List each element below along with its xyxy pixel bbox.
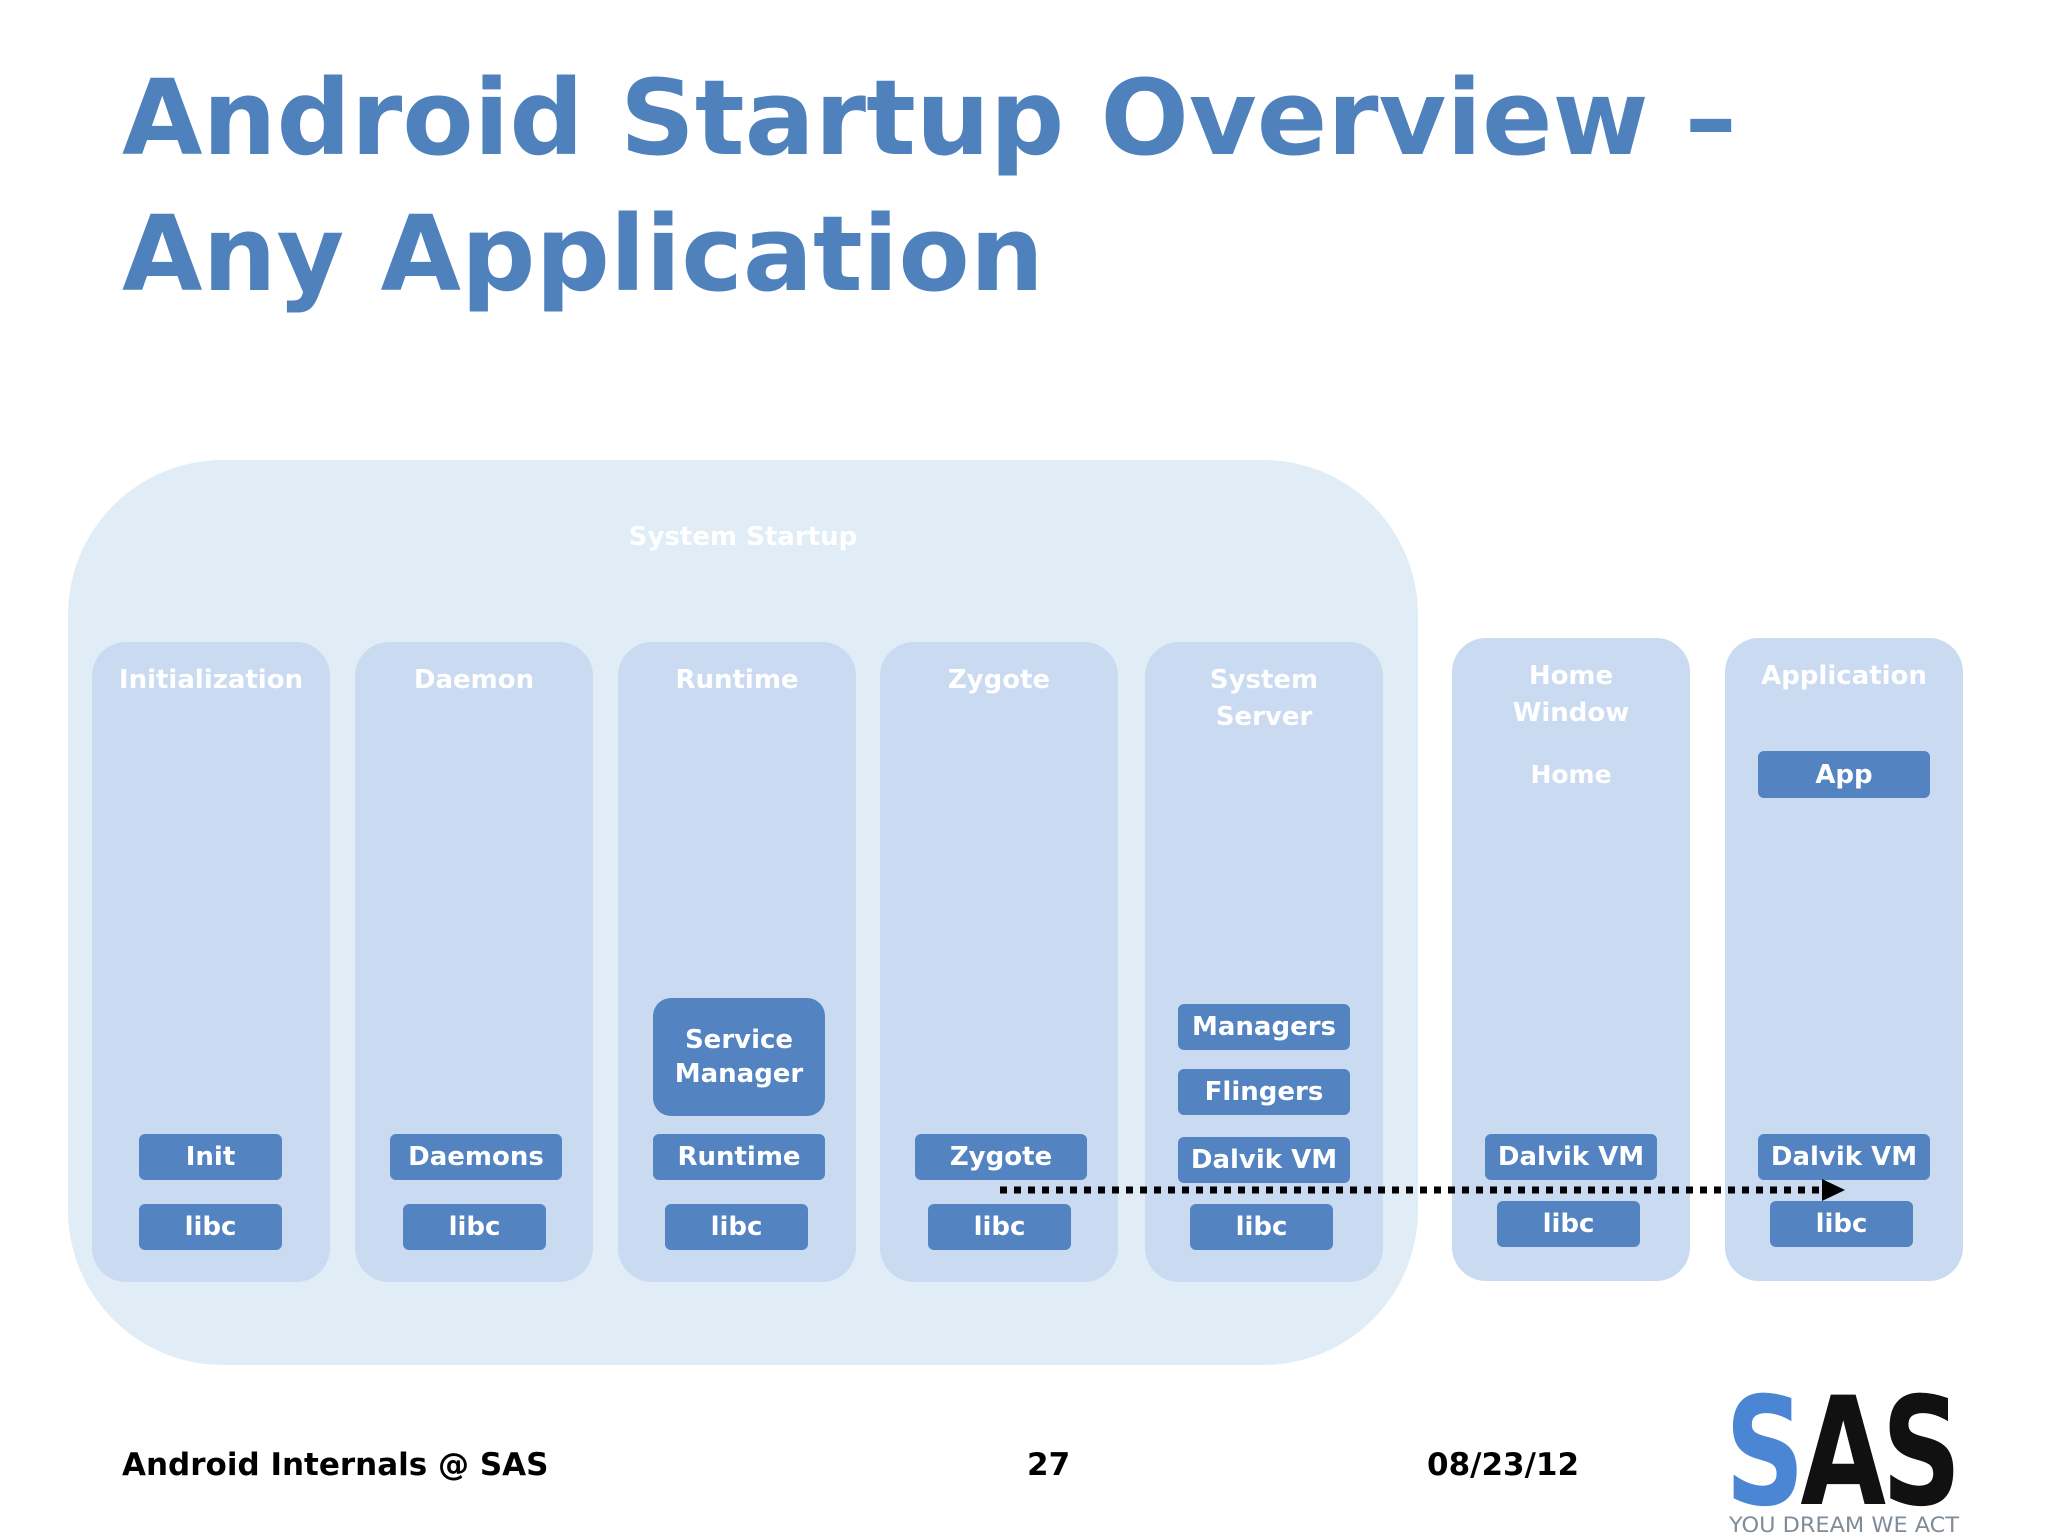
init-box: Init (139, 1134, 282, 1180)
libc-box: libc (403, 1204, 546, 1250)
libc-box: libc (1190, 1204, 1333, 1250)
column-label: System Server (1209, 665, 1319, 732)
column-home-window: Home Window Home Dalvik VM libc (1452, 638, 1690, 1281)
column-label: Home Window (1512, 661, 1630, 728)
daemons-box: Daemons (390, 1134, 562, 1180)
svg-text:YOU DREAM WE ACT: YOU DREAM WE ACT (1728, 1513, 1959, 1536)
libc-box: libc (665, 1204, 808, 1250)
column-label: Application (1761, 661, 1927, 691)
column-initialization: Initialization Init libc (92, 642, 330, 1282)
libc-box: libc (1497, 1201, 1640, 1247)
dalvik-vm-box: Dalvik VM (1758, 1134, 1930, 1180)
libc-box: libc (928, 1204, 1071, 1250)
column-label: Initialization (118, 665, 304, 695)
footer-date: 08/23/12 (1427, 1447, 1580, 1483)
column-system-server: System Server Managers Flingers Dalvik V… (1145, 642, 1383, 1282)
flingers-box: Flingers (1178, 1069, 1350, 1115)
column-daemon: Daemon Daemons libc (355, 642, 593, 1282)
service-manager-box: Service Manager (653, 998, 825, 1116)
zygote-box: Zygote (915, 1134, 1087, 1180)
runtime-box: Runtime (653, 1134, 825, 1180)
column-label: Runtime (675, 665, 799, 695)
dalvik-vm-box: Dalvik VM (1178, 1137, 1350, 1183)
column-label: Zygote (947, 665, 1051, 695)
slide-title: Android Startup Overview – Any Applicati… (122, 57, 1737, 315)
svg-text:SAS: SAS (1725, 1378, 1957, 1536)
column-zygote: Zygote Zygote libc (880, 642, 1118, 1282)
fork-arrow (1000, 1179, 1845, 1201)
dalvik-vm-box: Dalvik VM (1485, 1134, 1657, 1180)
managers-box: Managers (1178, 1004, 1350, 1050)
app-box: App (1758, 751, 1930, 798)
home-sublabel: Home (1530, 760, 1612, 789)
libc-box: libc (1770, 1201, 1913, 1247)
column-application: Application App Dalvik VM libc (1725, 638, 1963, 1281)
footer-left: Android Internals @ SAS (122, 1447, 549, 1483)
libc-box: libc (139, 1204, 282, 1250)
column-label: Daemon (413, 665, 535, 695)
system-startup-label: System Startup (628, 522, 858, 552)
column-runtime: Runtime Service Manager Runtime libc (618, 642, 856, 1282)
footer-page-number: 27 (1027, 1447, 1071, 1483)
sas-logo: SAS YOU DREAM WE ACT (1725, 1378, 1963, 1536)
